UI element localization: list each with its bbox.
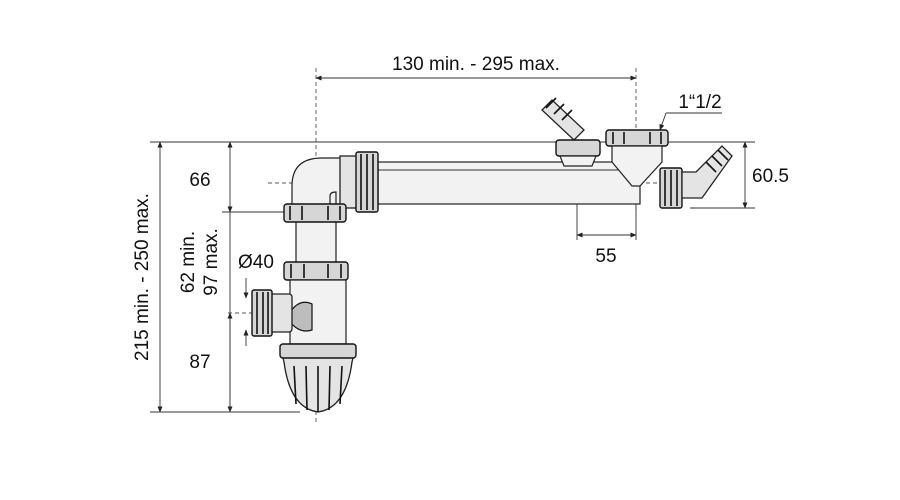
label-adjust-max: 97 max. [201,228,222,296]
label-diameter: Ø40 [238,252,274,273]
middle-hose-connector [541,97,601,167]
label-lower-height: 87 [189,352,210,373]
elbow [291,151,379,213]
reference-lines [150,68,755,425]
dimension-lines [157,75,748,413]
siphon-body [251,203,357,413]
label-adjust-min: 62 min. [178,231,199,293]
label-upper-height: 66 [189,170,210,191]
horizontal-pipe [377,161,641,205]
label-thread-size: 1“1/2 [678,92,721,113]
label-right-height: 60.5 [752,166,789,187]
dimension-labels: 130 min. - 295 max. 1“1/2 60.5 55 66 62 … [132,54,789,373]
end-hose-connector [659,145,733,209]
right-inlet [605,129,669,187]
label-top-length: 130 min. - 295 max. [392,54,560,75]
label-total-height: 215 min. - 250 max. [132,193,153,361]
label-spacing: 55 [595,246,616,267]
